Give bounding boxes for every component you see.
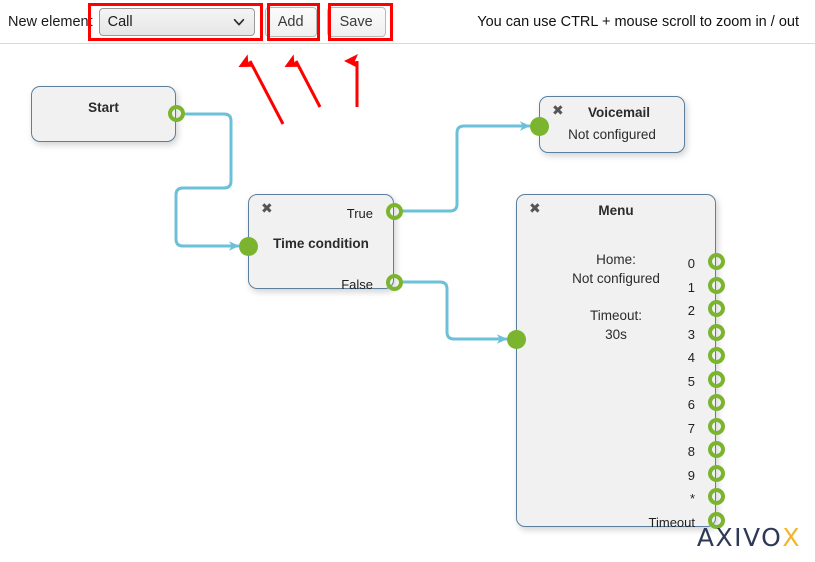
- menu-output-port-4[interactable]: [708, 347, 725, 364]
- menu-port-label-2: 2: [687, 303, 695, 318]
- menu-output-port-9[interactable]: [708, 464, 725, 482]
- menu-port-label-6: 6: [687, 397, 695, 412]
- menu-output-port-timeout[interactable]: [708, 511, 725, 529]
- edge-start-to-timecondition: [174, 112, 240, 251]
- new-element-select-box[interactable]: Call: [98, 7, 255, 36]
- node-voicemail-status: Not configured: [568, 127, 656, 142]
- menu-output-port-3[interactable]: [708, 323, 725, 341]
- close-icon[interactable]: ✖: [552, 103, 564, 119]
- node-menu-home-label: Home:: [596, 252, 636, 267]
- new-element-select-value: Call: [107, 13, 133, 30]
- editor-toolbar: New element Call Add Save You can use CT…: [0, 0, 815, 44]
- node-menu-home-value: Not configured: [572, 271, 660, 286]
- edge-true-to-voicemail: [400, 121, 531, 213]
- menu-output-port-0[interactable]: [708, 253, 725, 270]
- zoom-hint-text: You can use CTRL + mouse scroll to zoom …: [477, 13, 799, 30]
- new-element-label: New element: [8, 13, 93, 30]
- menu-output-port-8[interactable]: [708, 441, 725, 458]
- timecondition-true-label: True: [346, 206, 373, 221]
- start-output-port[interactable]: [168, 105, 185, 122]
- chevron-down-icon: [233, 18, 244, 25]
- menu-port-label-4: 4: [687, 350, 695, 365]
- menu-port-label-star: *: [689, 491, 695, 506]
- menu-output-port-star[interactable]: [708, 488, 725, 505]
- node-voicemail-title: Voicemail: [587, 105, 651, 120]
- menu-port-label-7: 7: [687, 420, 695, 436]
- menu-output-port-1[interactable]: [708, 276, 725, 294]
- node-timecondition[interactable]: ✖ Time condition True False: [239, 194, 403, 292]
- node-start-title: Start: [88, 100, 119, 115]
- timecondition-false-label: False: [341, 277, 373, 292]
- edge-false-to-menu: [400, 280, 508, 344]
- close-icon[interactable]: ✖: [261, 201, 273, 217]
- menu-port-label-3: 3: [687, 326, 695, 342]
- menu-port-label-0: 0: [687, 256, 695, 271]
- menu-output-port-7[interactable]: [708, 417, 725, 435]
- node-menu-timeout-value: 30s: [605, 327, 627, 342]
- timecondition-false-port[interactable]: [386, 274, 403, 291]
- node-menu-timeout-label: Timeout:: [589, 308, 643, 323]
- node-menu[interactable]: ✖ Menu Home: Not configured Timeout: 30s…: [507, 194, 725, 530]
- node-menu-body: Home: Not configured Timeout: 30s: [517, 250, 715, 344]
- menu-port-label-1: 1: [687, 279, 695, 295]
- new-element-select[interactable]: Call: [98, 7, 255, 36]
- menu-port-label-9: 9: [687, 467, 695, 483]
- voicemail-input-port[interactable]: [530, 117, 549, 136]
- timecondition-true-port[interactable]: [386, 203, 403, 220]
- menu-input-port[interactable]: [507, 330, 526, 349]
- menu-port-label-timeout: Timeout: [648, 514, 695, 530]
- node-timecondition-title: Time condition: [273, 236, 369, 251]
- logo-main-text: AXIVO: [696, 522, 783, 552]
- save-button[interactable]: Save: [326, 6, 386, 37]
- logo-accent-text: X: [782, 522, 801, 552]
- menu-output-port-6[interactable]: [708, 394, 725, 411]
- menu-output-port-5[interactable]: [708, 370, 725, 388]
- menu-output-port-2[interactable]: [708, 300, 725, 317]
- add-button[interactable]: Add: [264, 6, 317, 37]
- node-voicemail[interactable]: ✖ Voicemail Not configured: [530, 96, 685, 153]
- menu-port-label-8: 8: [687, 444, 695, 459]
- menu-port-label-5: 5: [687, 373, 695, 389]
- dialplan-canvas[interactable]: Start ✖ Voicemail Not configured ✖ Time …: [0, 44, 815, 562]
- node-menu-title: Menu: [598, 203, 634, 218]
- timecondition-input-port[interactable]: [239, 237, 258, 256]
- node-start[interactable]: Start: [31, 86, 185, 142]
- close-icon[interactable]: ✖: [529, 201, 541, 217]
